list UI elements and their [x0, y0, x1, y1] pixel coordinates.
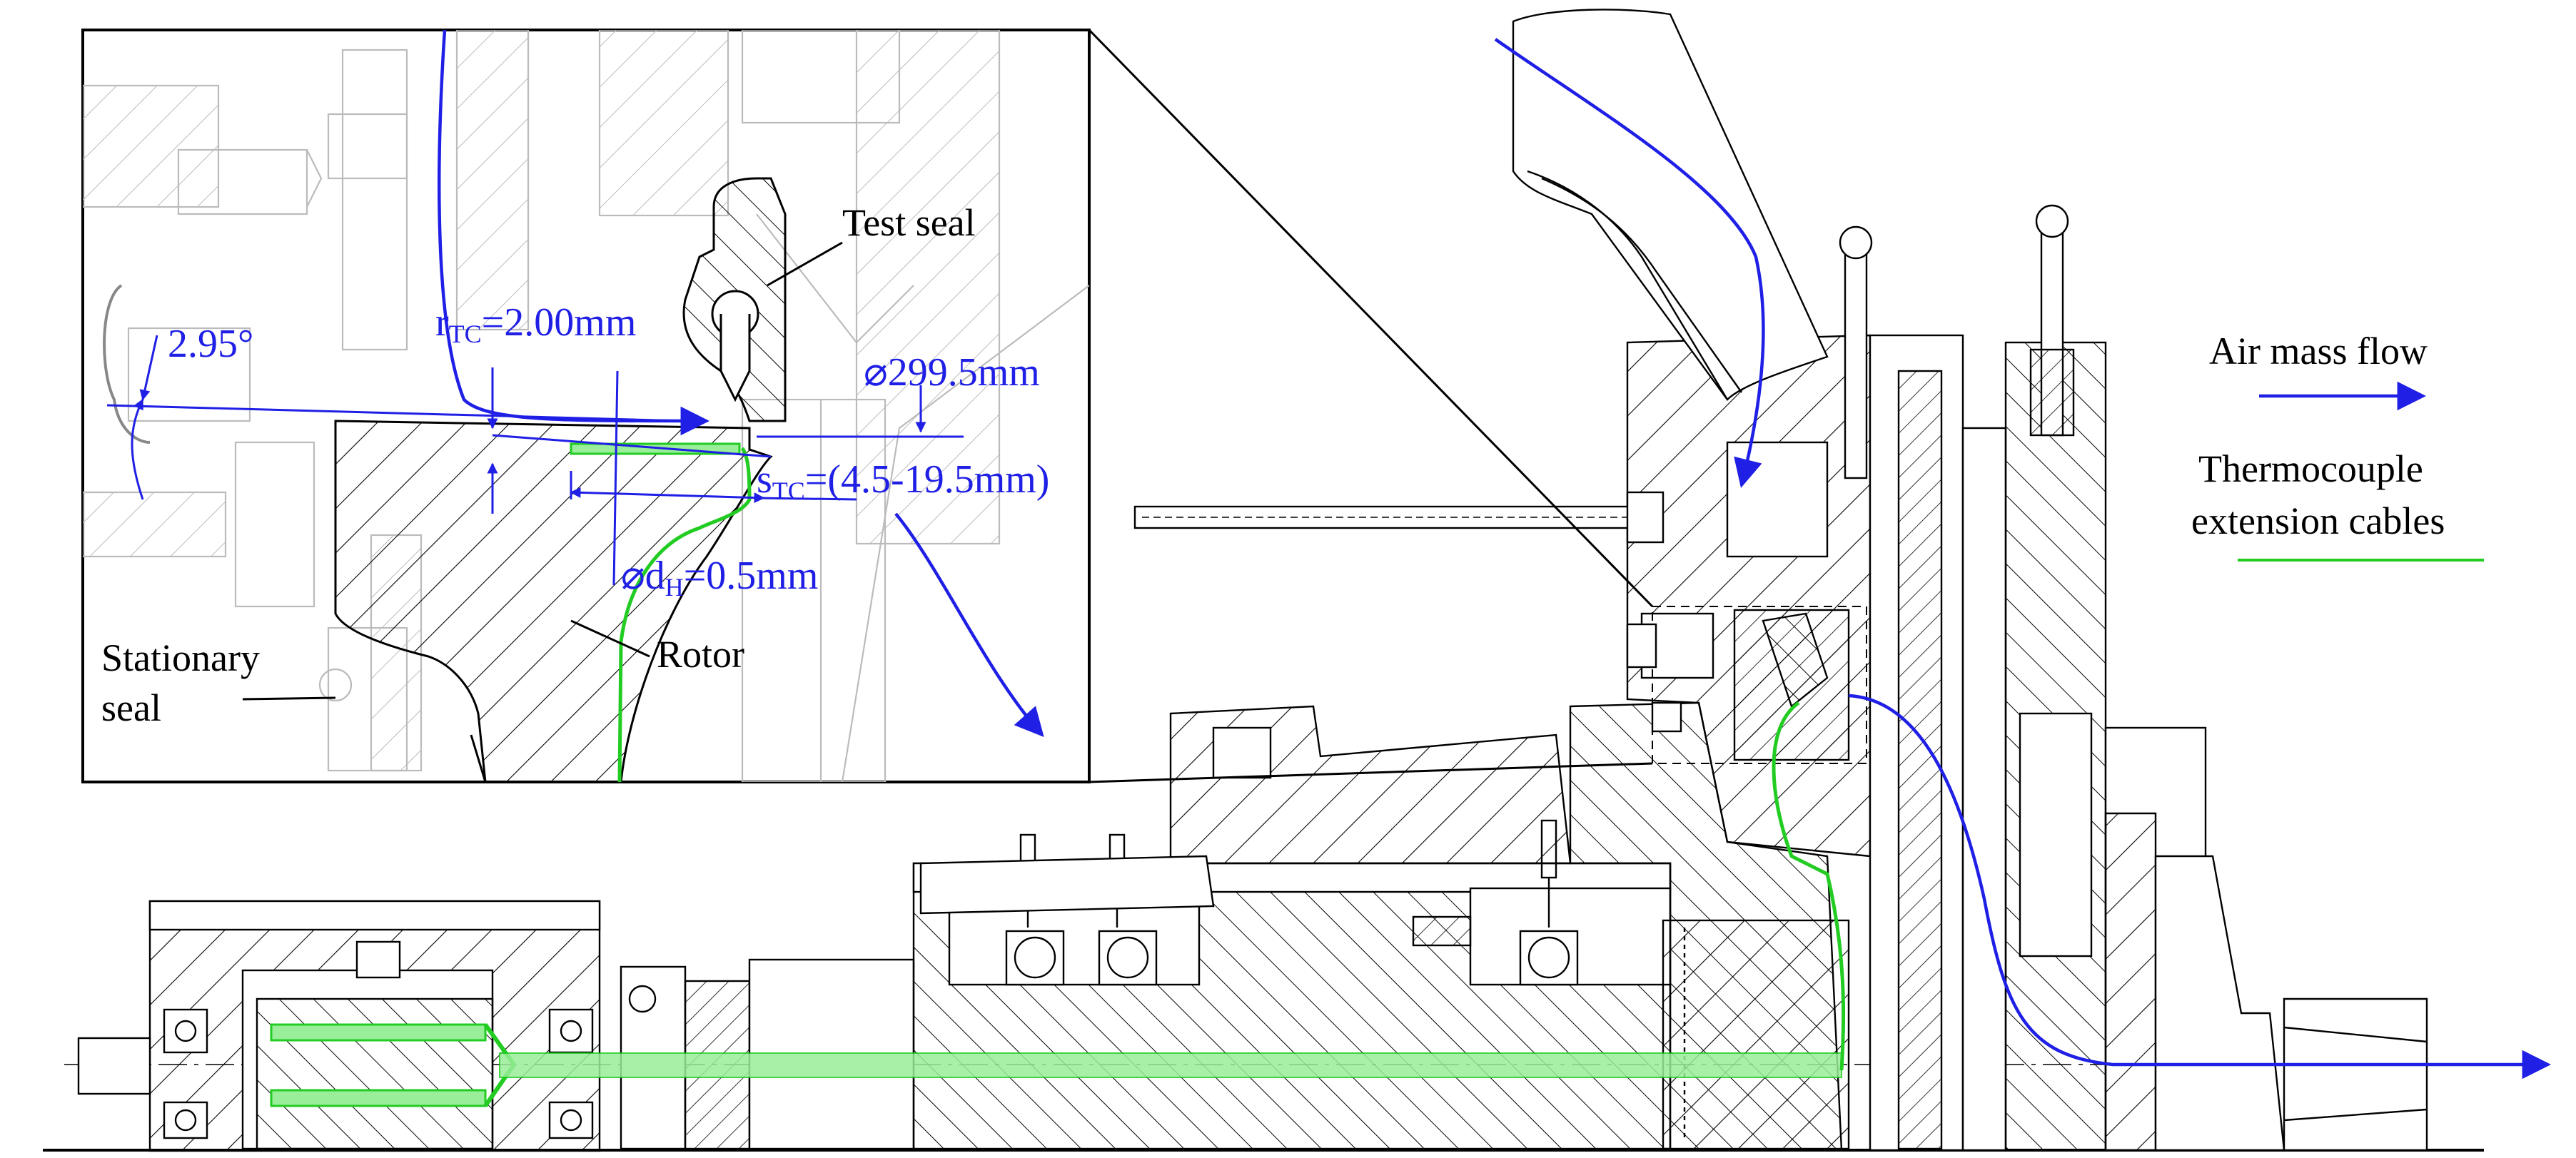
- inset-faded-background: [83, 30, 1089, 782]
- main-assembly: [43, 9, 2484, 1152]
- air-flow-outlet-arrow: [1848, 694, 2552, 1080]
- leader-lines: [242, 241, 843, 701]
- diameter-dimension: ⌀299.5mm: [864, 350, 1040, 395]
- legend-thermocouple-label-line1: Thermocouple: [2198, 447, 2423, 490]
- inset-callout-line-top: [1088, 29, 1654, 608]
- s-tc-main: s: [757, 457, 772, 502]
- test-seal-part: [682, 177, 787, 422]
- d-h-dimension: ⌀dH=0.5mm: [621, 554, 818, 601]
- r-tc-dimension: rTC=2.00mm: [435, 300, 636, 348]
- r-tc-sub: TC: [449, 320, 482, 348]
- legend: Air mass flow Thermocouple extension cab…: [2191, 330, 2484, 562]
- legend-air-mass-flow-label: Air mass flow: [2209, 330, 2428, 372]
- dimension-lines: [106, 29, 1044, 738]
- thermocouple-cable-main: [270, 701, 1846, 1107]
- test-seal-label: Test seal: [842, 201, 976, 244]
- s-tc-sub: TC: [772, 477, 805, 505]
- s-tc-value: =(4.5-19.5mm): [805, 457, 1050, 502]
- r-tc-value: =2.00mm: [482, 300, 637, 345]
- rotor-label: Rotor: [657, 633, 744, 676]
- legend-thermocouple-label-line2: extension cables: [2191, 499, 2445, 542]
- detail-inset: [81, 29, 1091, 783]
- r-tc-main: r: [435, 300, 449, 345]
- d-h-sub: H: [665, 573, 684, 601]
- stationary-seal-label-line1: Stationary: [101, 636, 260, 679]
- d-h-value: =0.5mm: [684, 554, 819, 598]
- stationary-seal-shape: [103, 284, 151, 444]
- rotor-section: [334, 420, 773, 782]
- air-flow-inlet-arrow: [1494, 38, 1765, 488]
- stationary-seal-label-line2: seal: [101, 686, 161, 729]
- s-tc-dimension: sTC=(4.5-19.5mm): [757, 457, 1049, 505]
- angle-dimension: 2.95°: [168, 322, 253, 366]
- inset-callout-line-bottom: [1089, 762, 1653, 783]
- d-h-pre: ⌀d: [621, 554, 665, 598]
